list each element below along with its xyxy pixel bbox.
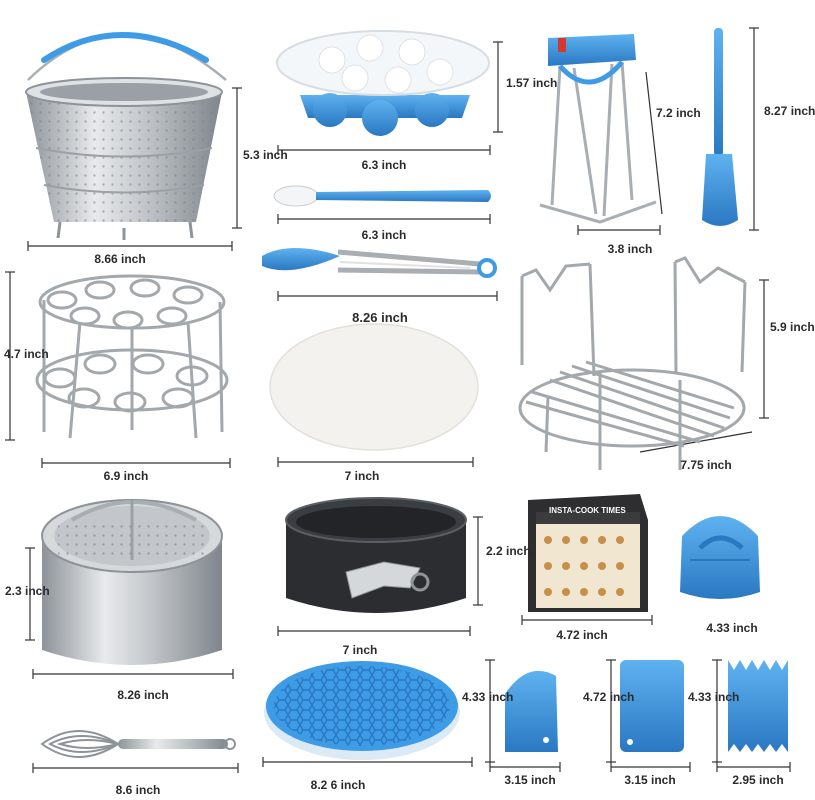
scraper-icon bbox=[620, 660, 684, 752]
parchment-diameter: 7 inch bbox=[344, 469, 380, 483]
steamer-insert-width: 8.26 inch bbox=[117, 688, 169, 702]
spatula-length: 8.27 inch bbox=[764, 104, 815, 118]
whisk-icon bbox=[40, 730, 236, 758]
scraper-square-width: 3.15 inch bbox=[624, 773, 676, 787]
tongs-icon bbox=[262, 248, 497, 278]
scraper-serrated-height: 4.33 inch bbox=[688, 690, 740, 704]
scraper-square-height: 4.72 inch bbox=[583, 690, 635, 704]
egg-rack-height: 4.7 inch bbox=[4, 347, 49, 361]
springform-pan-icon bbox=[285, 497, 467, 613]
steamer-insert-height: 2.3 inch bbox=[5, 584, 50, 598]
springform-width: 7 inch bbox=[342, 643, 378, 657]
steam-rack-icon bbox=[518, 256, 747, 470]
scraper-round-height: 4.33 inch bbox=[462, 690, 514, 704]
bowl-clip-width: 3.8 inch bbox=[607, 242, 653, 256]
steam-rack-width: 7.75 inch bbox=[680, 458, 732, 472]
scraper-serrated-width: 2.95 inch bbox=[732, 773, 784, 787]
springform-height: 2.2 inch bbox=[486, 544, 531, 558]
bowl-clip-icon bbox=[539, 34, 657, 224]
egg-mold-width: 6.3 inch bbox=[361, 158, 407, 172]
magnet-width: 4.72 inch bbox=[556, 628, 608, 642]
spoon-length: 6.3 inch bbox=[361, 228, 407, 242]
egg-mold-height: 1.57 inch bbox=[506, 76, 558, 90]
steamer-basket-height: 5.3 inch bbox=[243, 148, 288, 162]
bowl-clip-height: 7.2 inch bbox=[656, 106, 701, 120]
whisk-length: 8.6 inch bbox=[115, 783, 161, 797]
oven-mitt-icon bbox=[680, 516, 760, 599]
egg-rack-width: 6.9 inch bbox=[103, 469, 149, 483]
magnet-icon bbox=[528, 494, 648, 612]
tongs-length: 8.26 inch bbox=[352, 310, 408, 325]
scraper-icon bbox=[505, 670, 558, 752]
serrated-scraper-icon bbox=[728, 660, 788, 752]
spoon-icon bbox=[273, 185, 491, 207]
silicone-mat-icon bbox=[264, 661, 460, 760]
steam-rack-height: 5.9 inch bbox=[770, 320, 815, 334]
oven-mitt-width: 4.33 inch bbox=[706, 621, 758, 635]
egg-bites-mold-icon bbox=[276, 30, 490, 136]
dimension-lines bbox=[5, 27, 791, 773]
scraper-round-width: 3.15 inch bbox=[504, 773, 556, 787]
magnet-heading: INSTA-COOK TIMES bbox=[549, 506, 626, 515]
steamer-basket-width: 8.66 inch bbox=[94, 252, 146, 266]
steamer-basket-icon bbox=[25, 32, 227, 240]
spatula-icon bbox=[702, 28, 738, 226]
steamer-insert-icon bbox=[41, 499, 223, 665]
egg-rack-icon bbox=[35, 274, 229, 439]
parchment-paper-icon bbox=[269, 323, 479, 451]
silicone-mat-diameter: 8.2 6 inch bbox=[310, 778, 366, 792]
